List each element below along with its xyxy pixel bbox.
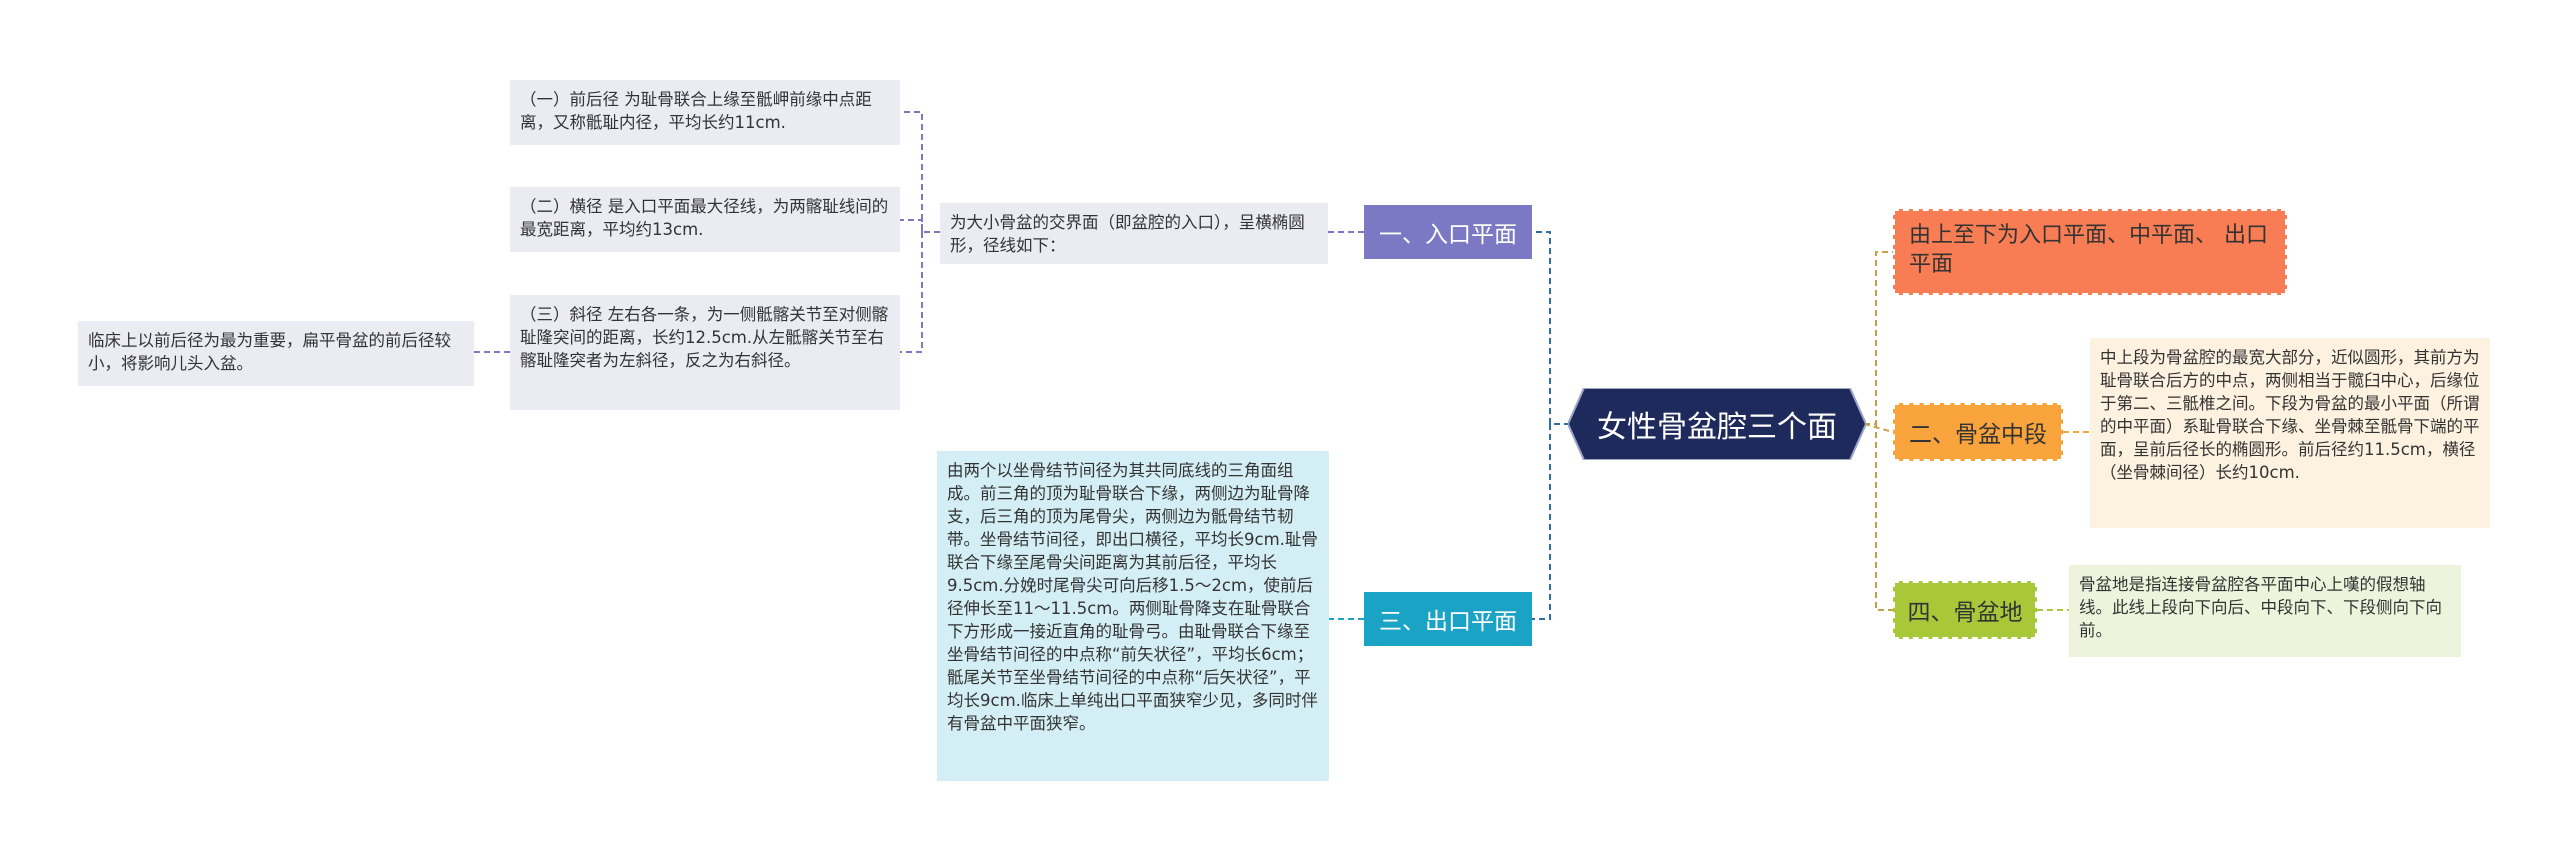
note-oblique-text: （三）斜径 左右各一条，为一侧骶髂关节至对侧髂耻隆突间的距离，长约12.5cm.… [520,305,889,370]
note-clinical[interactable]: 临床上以前后径为最为重要，扁平骨盆的前后径较小，将影响儿头入盆。 [78,321,474,386]
note-anteroposterior-text: （一）前后径 为耻骨联合上缘至骶岬前缘中点距离，又称骶耻内径，平均长约11cm. [520,90,872,132]
note-transverse-text: （二）横径 是入口平面最大径线，为两髂耻线间的最宽距离，平均约13cm. [520,197,889,239]
branch-pelvic-middle-label: 二、骨盆中段 [1909,422,2047,448]
note-pelvic-floor-text: 骨盆地是指连接骨盆腔各平面中心上嘆的假想轴线。此线上段向下向后、中段向下、下段侧… [2079,575,2442,640]
root-topic-label: 女性骨盆腔三个面 [1597,410,1837,445]
branch-pelvic-floor[interactable]: 四、骨盆地 [1893,581,2037,639]
note-transverse-diameter[interactable]: （二）横径 是入口平面最大径线，为两髂耻线间的最宽距离，平均约13cm. [510,187,900,252]
note-oblique-diameter[interactable]: （三）斜径 左右各一条，为一侧骶髂关节至对侧髂耻隆突间的距离，长约12.5cm.… [510,295,900,410]
branch-pelvic-floor-label: 四、骨盆地 [1907,600,2023,626]
note-outlet-description[interactable]: 由两个以坐骨结节间径为其共同底线的三角面组成。前三角的顶为耻骨联合下缘，两侧边为… [937,451,1329,781]
note-entry-description-text: 为大小骨盆的交界面（即盆腔的入口），呈横椭圆形，径线如下： [950,213,1305,255]
root-topic[interactable]: 女性骨盆腔三个面 [1568,388,1866,460]
note-pelvic-floor-description[interactable]: 骨盆地是指连接骨盆腔各平面中心上嘆的假想轴线。此线上段向下向后、中段向下、下段侧… [2069,565,2461,657]
note-clinical-text: 临床上以前后径为最为重要，扁平骨盆的前后径较小，将影响儿头入盆。 [88,331,451,373]
branch-overview[interactable]: 由上至下为入口平面、中平面、 出口平面 [1893,209,2287,295]
note-pelvic-middle-description[interactable]: 中上段为骨盆腔的最宽大部分，近似圆形，其前方为耻骨联合后方的中点，两侧相当于髋臼… [2090,338,2490,528]
root-hexagon-shape [1568,388,1866,460]
branch-outlet-plane[interactable]: 三、出口平面 [1364,592,1532,646]
note-pelvic-middle-text: 中上段为骨盆腔的最宽大部分，近似圆形，其前方为耻骨联合后方的中点，两侧相当于髋臼… [2100,348,2480,482]
note-entry-description[interactable]: 为大小骨盆的交界面（即盆腔的入口），呈横椭圆形，径线如下： [940,203,1328,264]
branch-pelvic-middle[interactable]: 二、骨盆中段 [1893,403,2063,461]
branch-entry-plane-label: 一、入口平面 [1379,222,1517,248]
branch-outlet-plane-label: 三、出口平面 [1379,609,1517,635]
note-anteroposterior-diameter[interactable]: （一）前后径 为耻骨联合上缘至骶岬前缘中点距离，又称骶耻内径，平均长约11cm. [510,80,900,145]
branch-entry-plane[interactable]: 一、入口平面 [1364,205,1532,259]
branch-overview-label: 由上至下为入口平面、中平面、 出口平面 [1909,223,2268,277]
note-outlet-text: 由两个以坐骨结节间径为其共同底线的三角面组成。前三角的顶为耻骨联合下缘，两侧边为… [947,461,1318,733]
